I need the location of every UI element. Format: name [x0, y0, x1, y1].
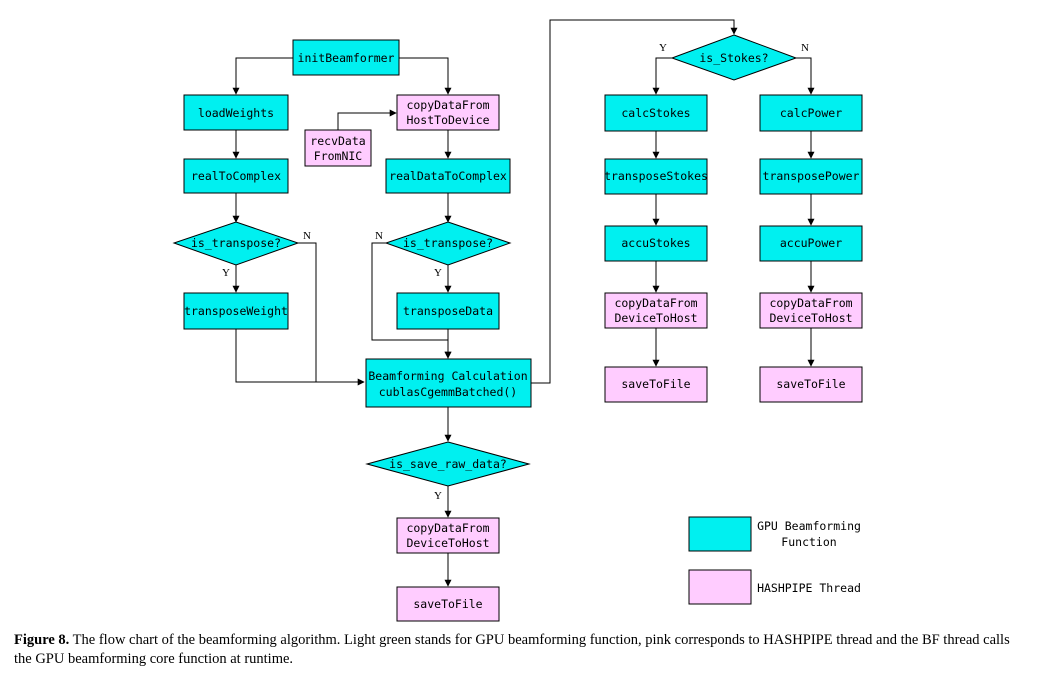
node-accu-power: accuPower [759, 225, 863, 262]
figure-caption-text: The flow chart of the beamforming algori… [14, 632, 1010, 667]
svg-text:recvData: recvData [310, 134, 365, 148]
beamforming-flowchart: initBeamformer loadWeights copyDataFrom … [172, 19, 863, 622]
edge-init-to-loadweights [232, 57, 293, 95]
svg-text:calcStokes: calcStokes [621, 106, 690, 120]
svg-text:is_transpose?: is_transpose? [403, 236, 493, 250]
svg-text:FromNIC: FromNIC [314, 149, 363, 163]
node-copy-device-to-host-raw: copyDataFrom DeviceToHost [396, 517, 500, 554]
edge-beamforming-to-isstokes [531, 19, 738, 384]
node-save-to-file-raw: saveToFile [396, 586, 500, 622]
legend-item-gpu: GPU Beamforming Function [688, 516, 861, 552]
node-copy-device-to-host-power: copyDataFrom DeviceToHost [759, 292, 863, 329]
label-yes-transpose-data: Y [434, 267, 442, 279]
svg-text:copyDataFrom: copyDataFrom [406, 98, 489, 112]
node-real-data-to-complex: realDataToComplex [385, 158, 511, 194]
svg-text:accuPower: accuPower [780, 236, 842, 250]
figure-label: Figure 8. [14, 632, 70, 648]
node-real-to-complex: realToComplex [183, 158, 289, 194]
edge-recvdata-to-copyhost [337, 109, 397, 130]
node-init-beamformer: initBeamformer [292, 39, 400, 76]
edge-istranspose-no-left [298, 242, 317, 382]
decision-is-transpose-data: is_transpose? [384, 221, 512, 266]
legend-item-thread: HASHPIPE Thread [688, 569, 861, 605]
label-no-transpose-data: N [375, 230, 383, 242]
label-no-transpose-weights: N [303, 230, 311, 242]
svg-text:is_Stokes?: is_Stokes? [699, 51, 768, 65]
svg-text:DeviceToHost: DeviceToHost [614, 311, 697, 325]
decision-is-transpose-weights: is_transpose? [172, 221, 300, 266]
svg-text:saveToFile: saveToFile [621, 377, 690, 391]
svg-text:Function: Function [781, 535, 836, 549]
svg-text:HostToDevice: HostToDevice [406, 113, 489, 127]
svg-text:Beamforming Calculation: Beamforming Calculation [368, 369, 527, 383]
svg-text:is_transpose?: is_transpose? [191, 236, 281, 250]
svg-text:copyDataFrom: copyDataFrom [769, 296, 852, 310]
label-yes-stokes: Y [659, 42, 667, 54]
decision-is-save-raw-data: is_save_raw_data? [365, 441, 531, 487]
label-yes-save-raw: Y [434, 490, 442, 502]
node-recv-data-from-nic: recvData FromNIC [304, 129, 372, 167]
svg-text:transposePower: transposePower [763, 169, 860, 183]
label-no-stokes: N [801, 42, 809, 54]
connectors [232, 19, 815, 587]
edge-init-to-copyhost [399, 57, 452, 95]
svg-text:saveToFile: saveToFile [413, 597, 482, 611]
node-transpose-data: transposeData [396, 292, 500, 330]
edge-isstokes-no [796, 57, 815, 95]
svg-text:initBeamformer: initBeamformer [298, 51, 395, 65]
svg-text:realToComplex: realToComplex [191, 169, 281, 183]
svg-text:cublasCgemmBatched(): cublasCgemmBatched() [379, 385, 517, 399]
label-yes-transpose-weights: Y [222, 267, 230, 279]
svg-text:accuStokes: accuStokes [621, 236, 690, 250]
svg-text:is_save_raw_data?: is_save_raw_data? [389, 457, 507, 471]
figure-caption: Figure 8. The flow chart of the beamform… [14, 631, 1029, 669]
svg-text:realDataToComplex: realDataToComplex [389, 169, 507, 183]
svg-text:DeviceToHost: DeviceToHost [406, 536, 489, 550]
node-save-to-file-stokes: saveToFile [604, 366, 708, 403]
node-save-to-file-power: saveToFile [759, 366, 863, 403]
node-accu-stokes: accuStokes [604, 225, 708, 262]
svg-text:copyDataFrom: copyDataFrom [614, 296, 697, 310]
node-calc-stokes: calcStokes [604, 94, 708, 132]
node-copy-host-to-device: copyDataFrom HostToDevice [396, 94, 500, 131]
svg-text:loadWeights: loadWeights [198, 106, 274, 120]
svg-text:transposeData: transposeData [403, 304, 493, 318]
node-transpose-power: transposePower [759, 158, 863, 195]
svg-text:copyDataFrom: copyDataFrom [406, 521, 489, 535]
node-beamforming-calculation: Beamforming Calculation cublasCgemmBatch… [365, 358, 532, 408]
node-load-weights: loadWeights [183, 94, 289, 131]
edge-transposeweight-to-beamforming [235, 329, 365, 386]
node-transpose-weight: transposeWeight [183, 292, 289, 330]
node-transpose-stokes: transposeStokes [604, 158, 708, 195]
legend: GPU Beamforming Function HASHPIPE Thread [688, 516, 861, 605]
svg-text:DeviceToHost: DeviceToHost [769, 311, 852, 325]
node-copy-device-to-host-stokes: copyDataFrom DeviceToHost [604, 292, 708, 329]
node-calc-power: calcPower [759, 94, 863, 132]
svg-text:HASHPIPE Thread: HASHPIPE Thread [757, 581, 861, 595]
svg-text:transposeWeight: transposeWeight [184, 304, 288, 318]
svg-text:calcPower: calcPower [780, 106, 842, 120]
svg-text:transposeStokes: transposeStokes [604, 169, 708, 183]
svg-text:saveToFile: saveToFile [776, 377, 845, 391]
svg-text:GPU Beamforming: GPU Beamforming [757, 519, 861, 533]
edge-isstokes-yes [652, 57, 672, 95]
decision-is-stokes: is_Stokes? [670, 34, 798, 81]
